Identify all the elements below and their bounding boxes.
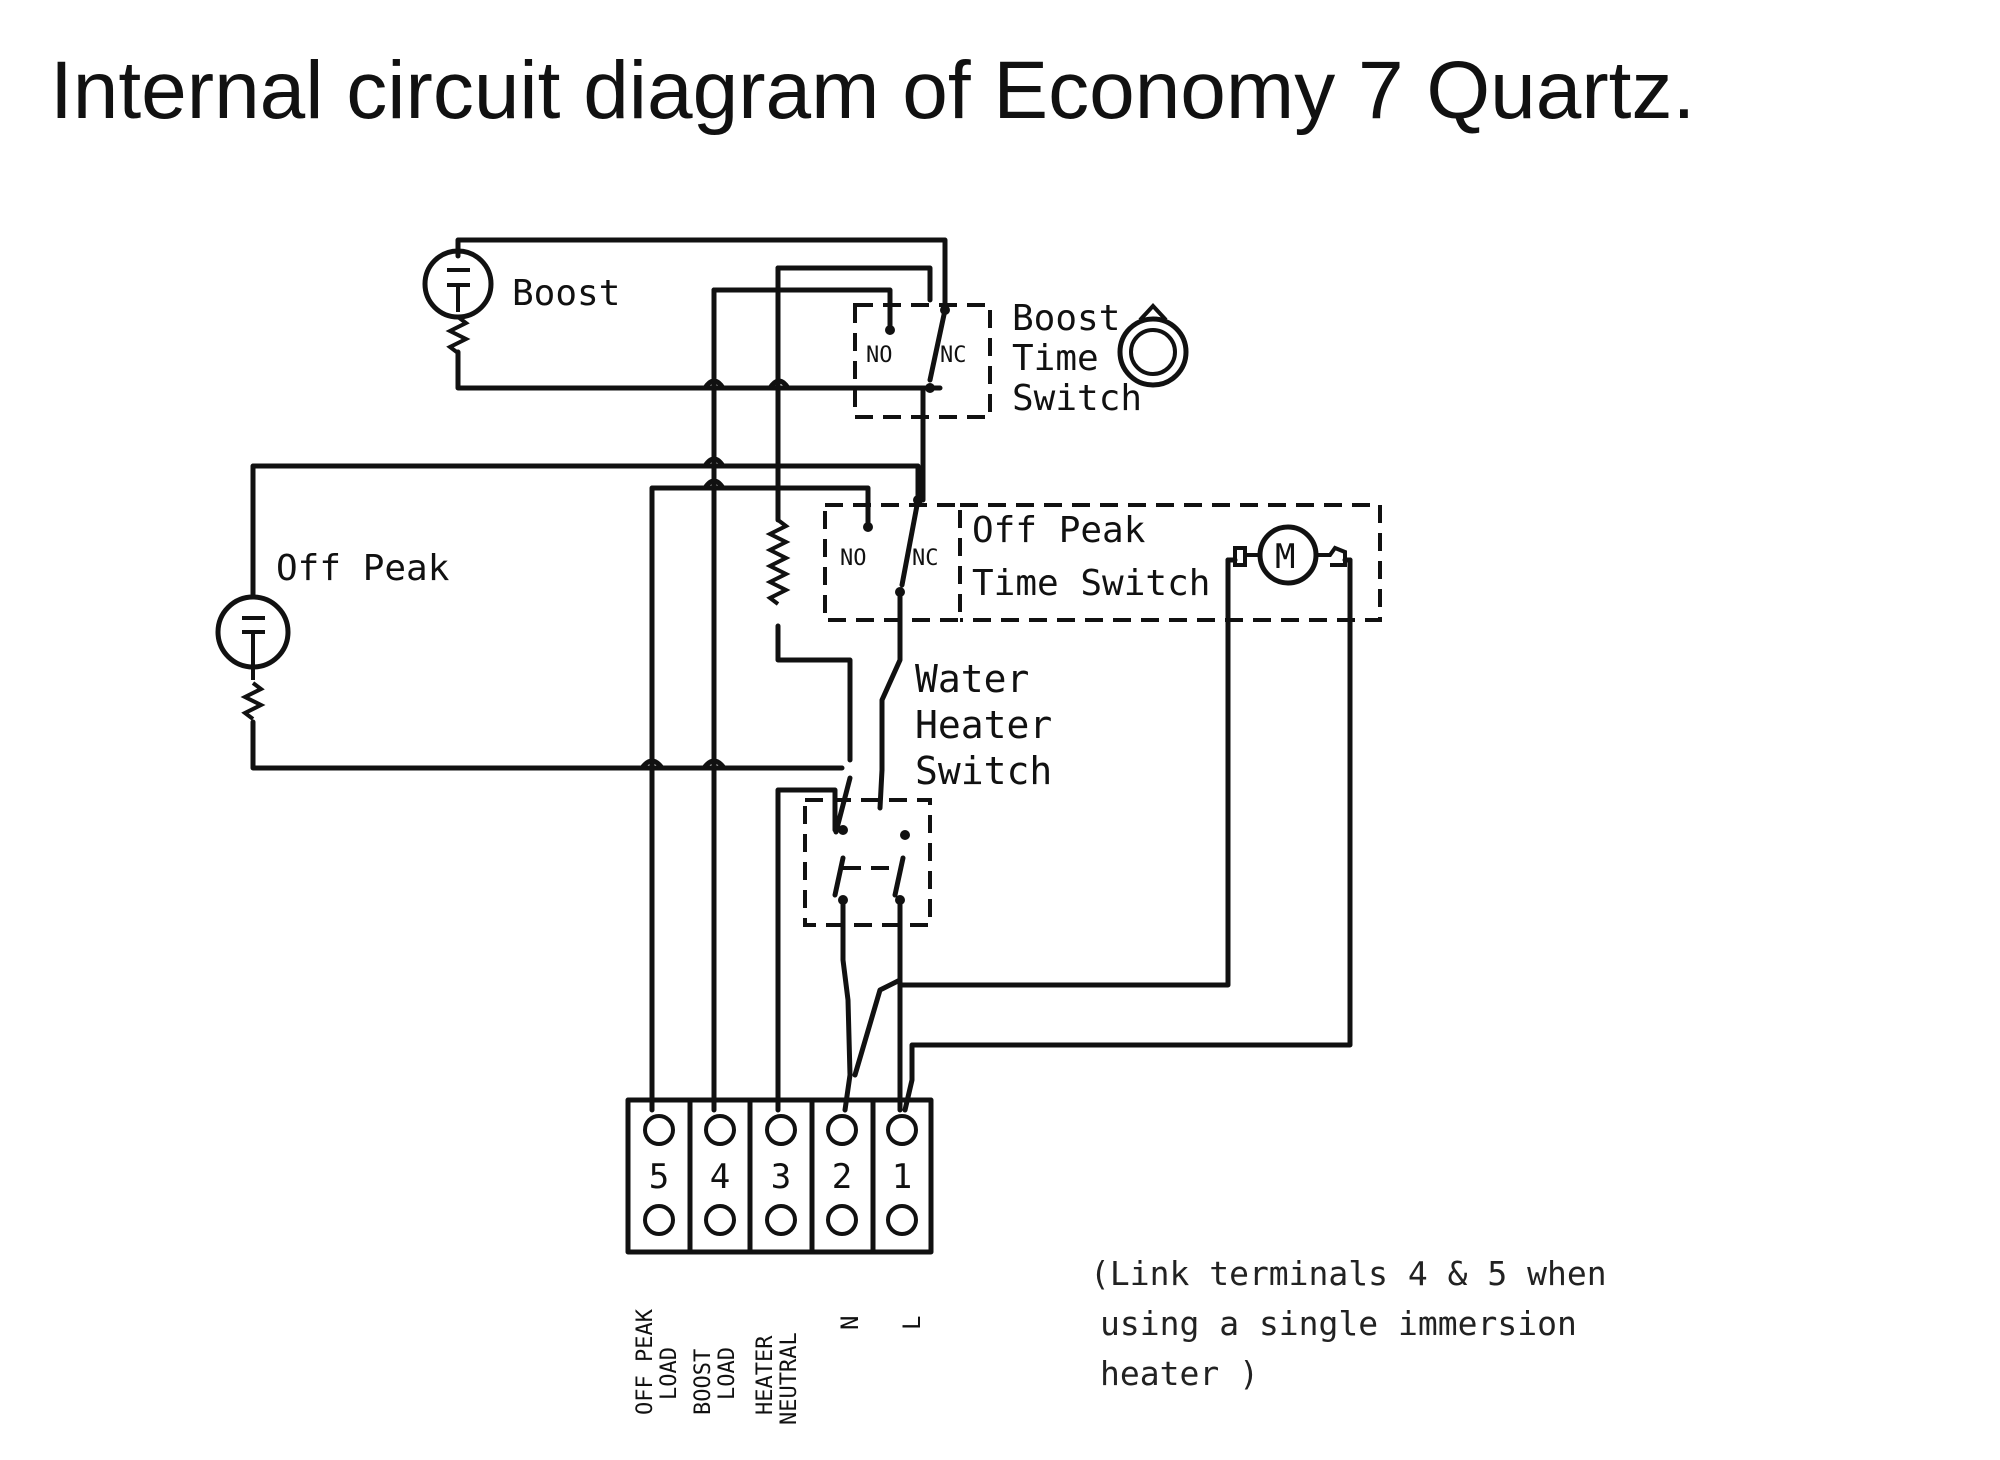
terminal-2-label: N [836,1316,864,1330]
terminal-2-screw-bottom [826,1204,858,1236]
link-note-line-3: heater ) [1100,1354,1259,1393]
off-peak-time-switch-label-1: Off Peak [972,510,1146,551]
terminal-5-number: 5 [649,1157,669,1197]
off-peak-heater-element [215,594,291,721]
wiring [250,237,1353,1113]
terminal-5-screw-top [643,1114,675,1146]
terminal-block: 5 4 3 2 1 [625,1097,934,1255]
terminal-1-label: L [898,1316,926,1330]
terminal-labels: OFF PEAK LOAD BOOST LOAD HEATER NEUTRAL … [633,1308,926,1425]
terminal-4-label-2: LOAD [715,1347,740,1400]
terminal-2-number: 2 [832,1157,852,1197]
link-note-line-1: (Link terminals 4 & 5 when [1090,1254,1607,1293]
motor-label: M [1275,537,1295,577]
terminal-3-label-1: HEATER [753,1335,778,1415]
page-title: Internal circuit diagram of Economy 7 Qu… [50,45,1696,136]
motor-icon: M [1225,524,1353,586]
water-heater-switch-label-1: Water [915,657,1029,701]
water-heater-switch-label-3: Switch [915,749,1052,793]
terminal-4-screw-bottom [704,1204,736,1236]
off-peak-switch-nc-label: NC [912,546,939,571]
water-heater-switch [803,775,932,927]
boost-switch-nc-label: NC [940,343,967,368]
terminal-4-number: 4 [710,1157,730,1197]
terminal-1-number: 1 [892,1157,912,1197]
terminal-4-label-1: BOOST [691,1349,716,1415]
off-peak-switch-no-label: NO [840,546,867,571]
terminal-3-number: 3 [771,1157,791,1197]
terminal-5-label-2: LOAD [657,1347,682,1400]
boost-knob-icon [1117,303,1189,388]
off-peak-time-switch: NO NC [823,495,1382,622]
water-heater-switch-label-2: Heater [915,703,1052,747]
terminal-5-label-1: OFF PEAK [633,1308,658,1415]
off-peak-heater-label: Off Peak [276,548,450,589]
boost-heater-label: Boost [512,273,620,314]
boost-time-switch-label-1: Boost [1012,298,1120,339]
boost-time-switch-label-3: Switch [1012,378,1142,419]
terminal-3-screw-bottom [765,1204,797,1236]
link-note: (Link terminals 4 & 5 when using a singl… [1090,1254,1607,1393]
boost-time-switch-label-2: Time [1012,338,1099,379]
terminal-3-label-2: NEUTRAL [777,1332,802,1425]
boost-time-switch: NO NC [853,303,992,419]
terminal-3-screw-top [765,1114,797,1146]
terminal-5-screw-bottom [643,1204,675,1236]
terminal-4-screw-top [704,1114,736,1146]
terminal-1-screw-bottom [886,1204,918,1236]
boost-heater-element [422,245,494,355]
terminal-2-screw-top [826,1114,858,1146]
terminal-1-screw-top [886,1114,918,1146]
boost-switch-no-label: NO [866,343,893,368]
off-peak-time-switch-label-2: Time Switch [972,563,1210,604]
link-note-line-2: using a single immersion [1100,1304,1577,1343]
